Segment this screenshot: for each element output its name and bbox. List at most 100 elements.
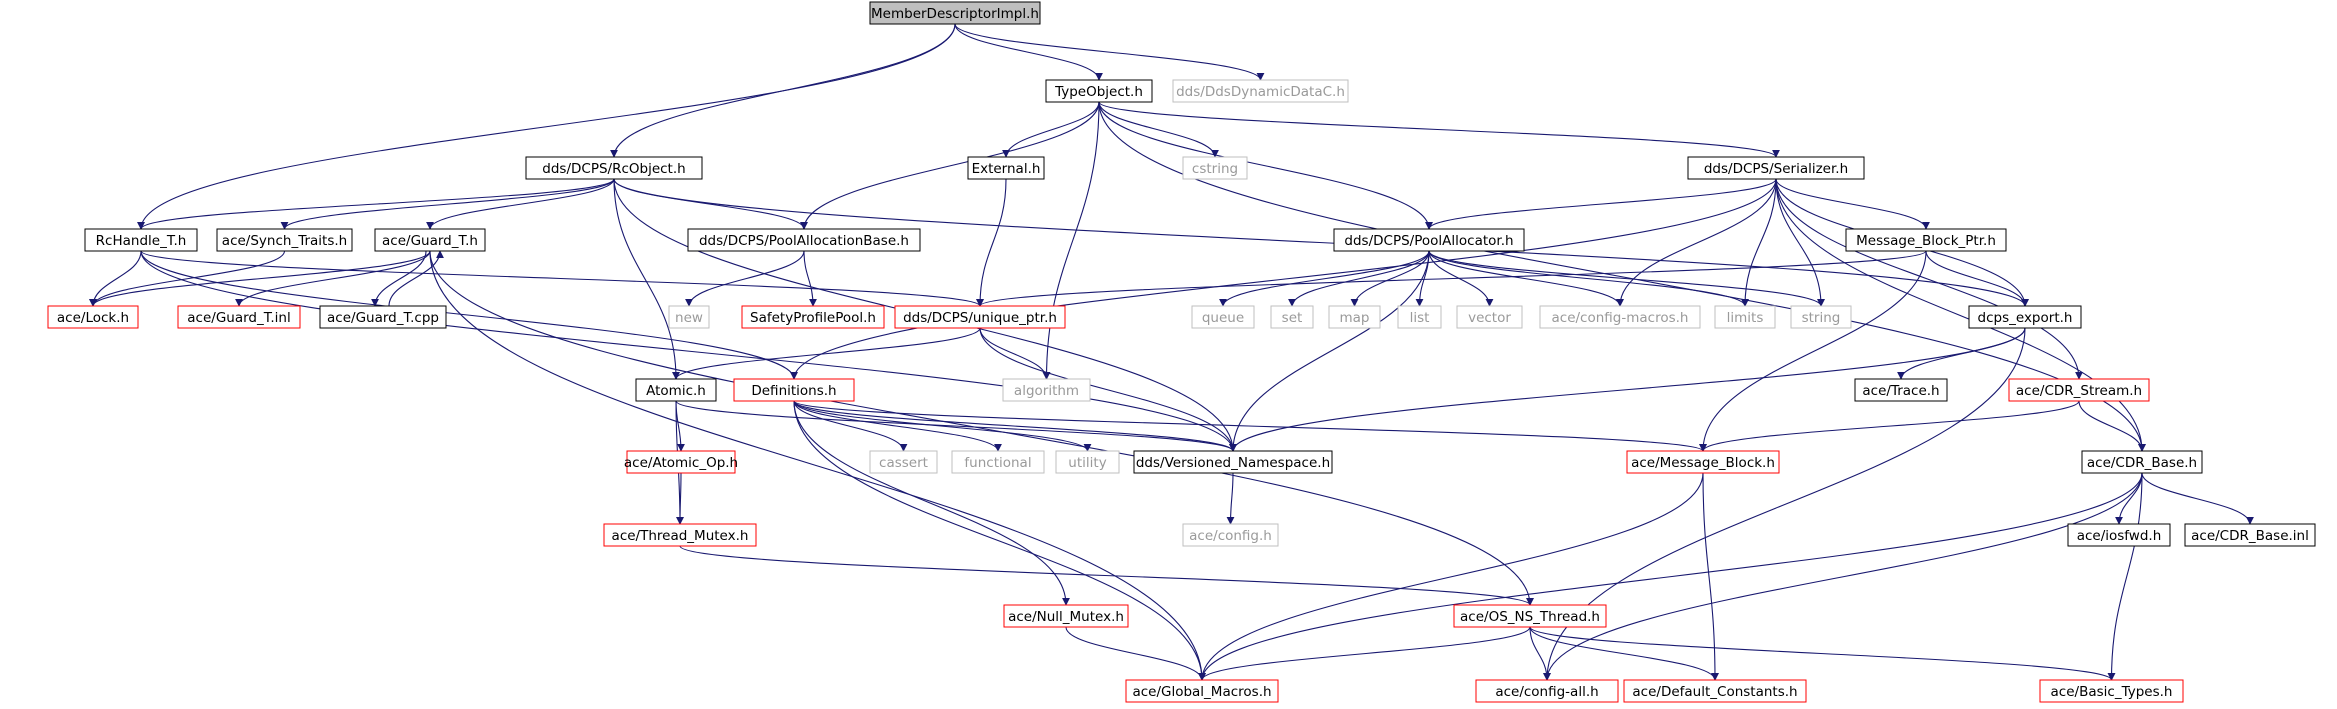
node-atomic-h[interactable]: Atomic.h <box>635 378 717 402</box>
node-label: ace/CDR_Base.h <box>2087 455 2197 471</box>
edge-osnsthread-to-basictypes <box>1529 626 2116 681</box>
node-box <box>967 156 1045 180</box>
node-ace-guard-t-cpp[interactable]: ace/Guard_T.cpp <box>319 305 447 329</box>
node-utility: utility <box>1055 450 1120 474</box>
edge-guardcpp-to-guardt <box>388 250 444 307</box>
node-label: list <box>1410 310 1430 326</box>
edge-uniqueptr-to-versioned <box>979 327 1237 452</box>
node-safetyprofilepool-h[interactable]: SafetyProfilePool.h <box>741 305 885 329</box>
node-label: ace/OS_NS_Thread.h <box>1460 609 1600 625</box>
edge-rchandle-to-definitions <box>140 250 798 380</box>
node-box <box>1182 523 1279 547</box>
edge-cdrbase-to-iosfwd <box>2115 472 2143 525</box>
node-dds-versioned-namespace-h[interactable]: dds/Versioned_Namespace.h <box>1133 450 1333 474</box>
node-dds-dcps-serializer-h[interactable]: dds/DCPS/Serializer.h <box>1687 156 1865 180</box>
node-label: string <box>1802 310 1841 326</box>
node-dcps-export-h[interactable]: dcps_export.h <box>1968 305 2082 329</box>
node-label: dds/DCPS/PoolAllocationBase.h <box>699 233 909 249</box>
edge-msgblock-to-globalmacros <box>1198 472 1704 681</box>
node-ace-atomic-op-h[interactable]: ace/Atomic_Op.h <box>624 450 738 474</box>
node-memberdescriptorimpl-h[interactable]: MemberDescriptorImpl.h <box>869 1 1041 25</box>
node-ace-null-mutex-h[interactable]: ace/Null_Mutex.h <box>1003 604 1129 628</box>
node-box <box>1790 305 1852 329</box>
edge-definitions-to-utility <box>793 400 1092 452</box>
node-ace-lock-h[interactable]: ace/Lock.h <box>47 305 139 329</box>
node-external-h[interactable]: External.h <box>967 156 1045 180</box>
node-label: ace/Message_Block.h <box>1631 455 1775 471</box>
node-label: ace/Trace.h <box>1862 383 1939 399</box>
node-box <box>1182 156 1248 180</box>
edge-rcobject-to-guardt <box>426 178 615 230</box>
edge-definitions-to-cassert <box>793 400 908 452</box>
edge-root-to-rchandle <box>137 23 956 230</box>
node-label: Atomic.h <box>646 383 706 399</box>
node-ace-cdr-base-inl[interactable]: ace/CDR_Base.inl <box>2184 523 2316 547</box>
node-box <box>1854 378 1948 402</box>
node-ace-synch-traits-h[interactable]: ace/Synch_Traits.h <box>216 228 353 252</box>
edge-guardt-to-guardinl <box>235 250 431 307</box>
node-ace-message-block-h[interactable]: ace/Message_Block.h <box>1626 450 1780 474</box>
node-definitions-h[interactable]: Definitions.h <box>733 378 855 402</box>
edge-definitions-to-functional <box>793 400 1002 452</box>
edge-cdrbase-to-basictypes <box>2107 472 2143 681</box>
node-label: ace/Null_Mutex.h <box>1008 609 1124 625</box>
node-box <box>1003 604 1129 628</box>
node-ace-trace-h[interactable]: ace/Trace.h <box>1854 378 1948 402</box>
node-dds-dcps-poolallocator-h[interactable]: dds/DCPS/PoolAllocator.h <box>1333 228 1525 252</box>
edge-definitions-to-globalmacros <box>793 400 1206 681</box>
edge-cdrstream-to-msgblock <box>1699 400 2080 452</box>
node-typeobject-h[interactable]: TypeObject.h <box>1045 79 1153 103</box>
edge-definitions-to-versioned <box>793 400 1237 452</box>
node-ace-cdr-stream-h[interactable]: ace/CDR_Stream.h <box>2008 378 2150 402</box>
node-list: list <box>1397 305 1442 329</box>
node-ace-basic-types-h[interactable]: ace/Basic_Types.h <box>2039 679 2184 703</box>
node-dds-dcps-rcobject-h[interactable]: dds/DCPS/RcObject.h <box>525 156 703 180</box>
node-label: limits <box>1727 310 1764 326</box>
node-label: MemberDescriptorImpl.h <box>871 6 1039 22</box>
node-box <box>951 450 1045 474</box>
edge-poolalloc-to-configmacros <box>1428 250 1624 307</box>
node-ace-thread-mutex-h[interactable]: ace/Thread_Mutex.h <box>603 523 757 547</box>
node-dds-dcps-unique-ptr-h[interactable]: dds/DCPS/unique_ptr.h <box>894 305 1066 329</box>
node-box <box>1002 378 1091 402</box>
node-box <box>1055 450 1120 474</box>
node-box <box>626 450 736 474</box>
node-label: Message_Block_Ptr.h <box>1856 233 1996 249</box>
node-ace-os-ns-thread-h[interactable]: ace/OS_NS_Thread.h <box>1453 604 1607 628</box>
node-box <box>869 450 938 474</box>
node-ace-cdr-base-h[interactable]: ace/CDR_Base.h <box>2081 450 2203 474</box>
edge-osnsthread-to-configall <box>1529 626 1551 681</box>
node-box <box>733 378 855 402</box>
node-label: RcHandle_T.h <box>96 233 187 249</box>
node-ace-config-all-h[interactable]: ace/config-all.h <box>1475 679 1619 703</box>
node-ace-iosfwd-h[interactable]: ace/iosfwd.h <box>2067 523 2171 547</box>
node-box <box>1172 79 1349 103</box>
node-queue: queue <box>1191 305 1255 329</box>
node-label: ace/config.h <box>1189 528 1272 544</box>
node-ace-default-constants-h[interactable]: ace/Default_Constants.h <box>1623 679 1807 703</box>
edge-serializer-to-msgblockptr <box>1775 178 1930 230</box>
edge-poolalloc-to-queue <box>1219 250 1430 307</box>
node-label: ace/CDR_Base.inl <box>2191 528 2309 544</box>
node-box <box>1453 604 1607 628</box>
edge-atomic-to-versioned <box>675 400 1237 452</box>
edge-rchandle-to-uniqueptr <box>140 250 984 307</box>
node-ace-guard-t-h[interactable]: ace/Guard_T.h <box>374 228 486 252</box>
node-box <box>216 228 353 252</box>
edge-serializer-to-cdrstream <box>1775 178 2083 380</box>
node-label: ace/CDR_Stream.h <box>2016 383 2142 399</box>
node-dds-dcps-poolallocationbase-h[interactable]: dds/DCPS/PoolAllocationBase.h <box>687 228 921 252</box>
node-cassert: cassert <box>869 450 938 474</box>
node-box <box>741 305 885 329</box>
edge-poolalloc-to-limits <box>1428 250 1749 307</box>
node-label: dds/Versioned_Namespace.h <box>1136 455 1330 471</box>
edge-serializer-to-limits <box>1741 178 1777 307</box>
edge-serializer-to-definitions <box>790 178 1777 380</box>
node-label: ace/Basic_Types.h <box>2051 684 2173 700</box>
node-rchandle-t-h[interactable]: RcHandle_T.h <box>84 228 198 252</box>
edge-poolalloc-to-set <box>1288 250 1430 307</box>
node-message-block-ptr-h[interactable]: Message_Block_Ptr.h <box>1845 228 2007 252</box>
node-ace-guard-t-inl[interactable]: ace/Guard_T.inl <box>177 305 301 329</box>
node-ace-global-macros-h[interactable]: ace/Global_Macros.h <box>1125 679 1279 703</box>
